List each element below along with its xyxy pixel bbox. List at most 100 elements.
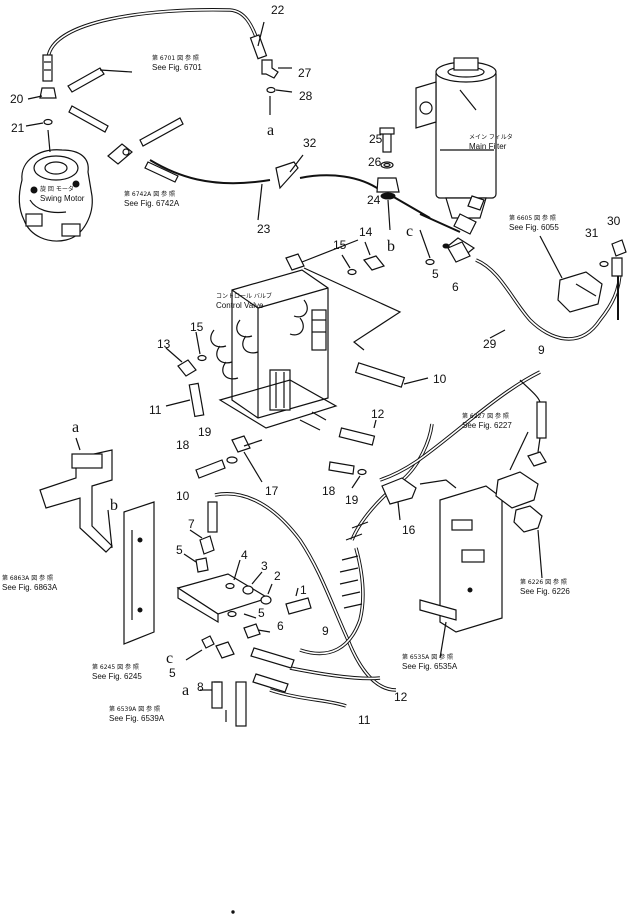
swing-motor <box>18 129 93 242</box>
part-number-8: 8 <box>197 680 204 694</box>
connection-letter-a: a <box>267 122 274 139</box>
manifold-block <box>176 501 312 727</box>
connection-letter-c: c <box>406 223 413 240</box>
part-number-4: 4 <box>241 548 248 562</box>
figure-reference-en: See Fig. 6863A <box>2 583 58 592</box>
part-number-27: 27 <box>298 66 312 80</box>
part-number-11: 11 <box>149 403 162 417</box>
figure-reference-en: See Fig. 6227 <box>462 421 512 430</box>
part-number-26: 26 <box>368 155 382 169</box>
part-number-17: 17 <box>265 484 279 498</box>
part-number-22: 22 <box>271 3 285 17</box>
junction-block-right <box>539 235 627 320</box>
bracket-left <box>39 437 155 645</box>
figure-reference-jp: 第 6701 図 参 照 <box>152 54 199 62</box>
pipe-control-to-filter <box>301 239 402 351</box>
stray-dot <box>231 910 235 914</box>
part-number-16: 16 <box>402 523 416 537</box>
fitting-left-20-21 <box>25 54 57 127</box>
part-number-12: 12 <box>371 407 385 421</box>
figure-reference-jp: 第 6863A 図 参 照 <box>2 574 53 582</box>
part-number-20: 20 <box>10 92 24 106</box>
part-number-31: 31 <box>585 226 599 240</box>
part-number-13: 13 <box>157 337 171 351</box>
part-number-12: 12 <box>394 690 408 704</box>
part-number-5: 5 <box>258 606 265 620</box>
part-number-5: 5 <box>169 666 176 680</box>
fitting-cluster-right <box>495 379 547 579</box>
component-label-jp: コントロール バルブ <box>216 292 272 300</box>
component-label-en: Swing Motor <box>40 194 85 203</box>
figure-reference-en: See Fig. 6742A <box>124 199 180 208</box>
part-number-callouts: 1234555566789910101111121213141515161718… <box>10 3 621 727</box>
hose-top-arc <box>46 8 293 115</box>
fittings-14-15 <box>285 229 471 276</box>
part-number-10: 10 <box>176 489 190 503</box>
part-number-2: 2 <box>274 569 281 583</box>
component-label-en: Main Filter <box>469 142 507 151</box>
part-number-24: 24 <box>367 193 381 207</box>
part-number-6: 6 <box>452 280 459 294</box>
component-label-en: Control Valve <box>216 301 264 310</box>
part-number-15: 15 <box>333 238 347 252</box>
figure-reference-jp: 第 6605 図 参 照 <box>509 214 556 222</box>
part-number-19: 19 <box>198 425 212 439</box>
part-number-9: 9 <box>538 343 545 357</box>
figure-reference-en: See Fig. 6226 <box>520 587 570 596</box>
fittings-13-15-11 <box>165 331 429 418</box>
component-label-jp: メイン フィルタ <box>469 133 513 141</box>
part-number-21: 21 <box>11 121 25 135</box>
hose-23 <box>107 143 381 221</box>
part-number-7: 7 <box>188 517 195 531</box>
figure-reference-en: See Fig. 6701 <box>152 63 202 72</box>
part-number-3: 3 <box>261 559 268 573</box>
part-number-30: 30 <box>607 214 621 228</box>
connection-letter-a: a <box>72 419 79 436</box>
diagram-artwork <box>18 8 627 914</box>
bracket-right <box>419 485 503 659</box>
figure-reference-jp: 第 6539A 図 参 照 <box>109 705 160 713</box>
part-number-5: 5 <box>432 267 439 281</box>
part-number-18: 18 <box>176 438 190 452</box>
part-number-15: 15 <box>190 320 204 334</box>
part-number-32: 32 <box>303 136 317 150</box>
part-number-28: 28 <box>299 89 313 103</box>
part-number-18: 18 <box>322 484 336 498</box>
hose-bundle <box>214 370 541 708</box>
connection-letter-c: c <box>166 650 173 667</box>
control-valve <box>210 269 338 431</box>
connection-letter-b: b <box>110 497 118 514</box>
figure-reference-jp: 第 6245 図 参 照 <box>92 663 139 671</box>
part-number-23: 23 <box>257 222 271 236</box>
part-number-1: 1 <box>300 583 307 597</box>
figure-reference-en: See Fig. 6539A <box>109 714 165 723</box>
component-label-jp: 旋 回 モータ <box>40 185 74 193</box>
part-number-29: 29 <box>483 337 497 351</box>
part-number-5: 5 <box>176 543 183 557</box>
figure-reference-jp: 第 6227 図 参 照 <box>462 412 509 420</box>
bolts-18-19-17 <box>195 419 377 489</box>
part-number-6: 6 <box>277 619 284 633</box>
part-number-10: 10 <box>433 372 447 386</box>
part-number-14: 14 <box>359 225 373 239</box>
figure-reference-en: See Fig. 6055 <box>509 223 559 232</box>
connection-letter-b: b <box>387 238 395 255</box>
connection-letter-a: a <box>182 682 189 699</box>
figure-reference-jp: 第 6226 図 参 照 <box>520 578 567 586</box>
figure-reference-en: See Fig. 6535A <box>402 662 458 671</box>
part-number-25: 25 <box>369 132 383 146</box>
main-filter <box>415 57 497 235</box>
